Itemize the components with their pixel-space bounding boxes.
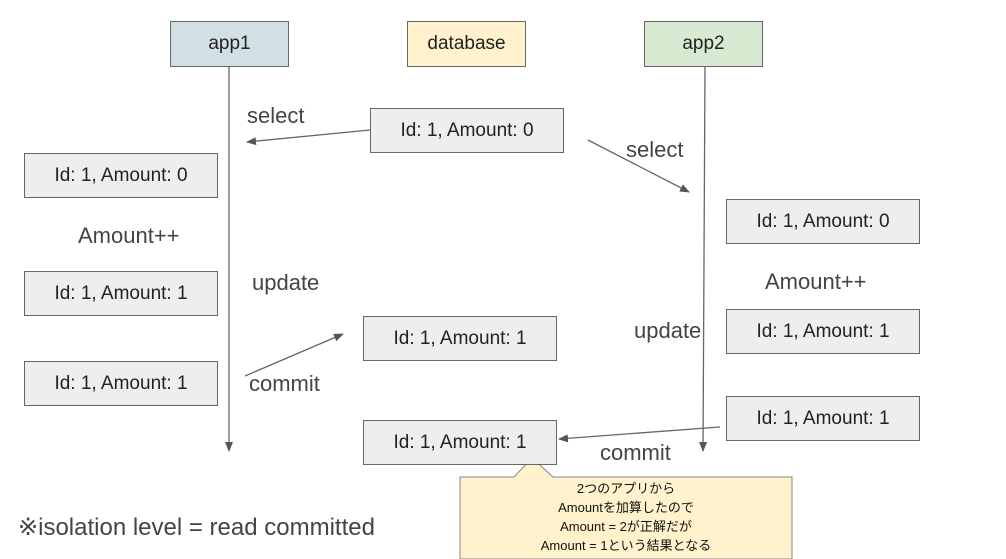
app1-record-read: Id: 1, Amount: 0 xyxy=(24,153,218,198)
callout-line: Amountを加算したので xyxy=(558,500,694,515)
app2-increment-label: Amount++ xyxy=(765,269,867,294)
app2-select-label: select xyxy=(626,137,684,162)
app1-select-label: select xyxy=(247,103,305,128)
app1-update-label: update xyxy=(252,270,320,295)
callout-line: Amount = 1という結果となる xyxy=(540,538,712,553)
database-header: database xyxy=(407,21,526,67)
isolation-level-note: ※isolation level = read committed xyxy=(18,514,375,541)
app1-header: app1 xyxy=(170,21,289,67)
app2-commit-arrow xyxy=(558,426,721,443)
app2-select-arrow xyxy=(587,139,690,193)
app1-commit-label: commit xyxy=(249,371,320,396)
db-record-after-app1-update: Id: 1, Amount: 1 xyxy=(363,316,557,361)
app2-timeline-arrow xyxy=(699,66,708,452)
db-record-initial: Id: 1, Amount: 0 xyxy=(370,108,564,153)
app2-header: app2 xyxy=(644,21,763,67)
callout-line: Amount = 2が正解だが xyxy=(560,519,692,534)
app1-record-incremented: Id: 1, Amount: 1 xyxy=(24,271,218,316)
app1-increment-label: Amount++ xyxy=(78,223,180,248)
app1-select-arrow xyxy=(246,129,371,146)
db-record-final: Id: 1, Amount: 1 xyxy=(363,420,557,465)
app2-record-read: Id: 1, Amount: 0 xyxy=(726,199,920,244)
callout-text: 2つのアプリから Amountを加算したので Amount = 2が正解だが A… xyxy=(460,479,792,555)
app2-update-label: update xyxy=(634,318,702,343)
app2-commit-label: commit xyxy=(600,440,671,465)
app1-record-committed: Id: 1, Amount: 1 xyxy=(24,361,218,406)
callout-line: 2つのアプリから xyxy=(576,481,676,496)
app2-record-committed: Id: 1, Amount: 1 xyxy=(726,396,920,441)
app2-record-incremented: Id: 1, Amount: 1 xyxy=(726,309,920,354)
callout-bubble xyxy=(459,457,793,559)
app1-commit-arrow xyxy=(244,333,344,377)
